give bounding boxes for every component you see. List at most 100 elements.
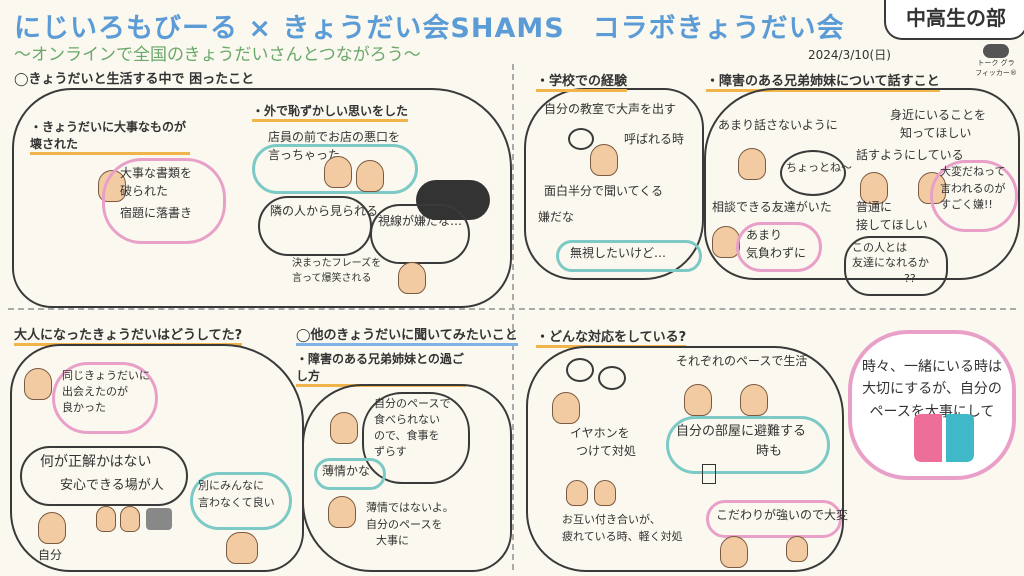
own-pace-line-3: ので、食事を bbox=[374, 428, 440, 442]
room-line-2: 時も bbox=[756, 443, 783, 459]
ignore-text: 無視したいけど… bbox=[570, 246, 667, 260]
response-heading: ・どんな対応をしている? bbox=[536, 326, 687, 348]
chotto-text: ちょっとね〜 bbox=[786, 161, 852, 174]
broken-text: 大事な書類を 破られた 宿題に落書き bbox=[120, 164, 192, 222]
safe-place-text: 安心できる場が人 bbox=[60, 478, 164, 493]
chat-icon-1 bbox=[566, 358, 594, 382]
strong-text: こだわりが強いので大変 bbox=[716, 508, 849, 522]
chat-icon-2 bbox=[598, 366, 626, 390]
blushing-face bbox=[720, 536, 748, 568]
self-face bbox=[38, 512, 66, 544]
not-tell-text: 別にみんなに 言わなくて良い bbox=[198, 478, 275, 511]
close-line-1: 身近にいることを bbox=[890, 108, 987, 122]
pace-face-2 bbox=[740, 384, 768, 416]
note-line-1: 時々、一緒にいる時は bbox=[862, 359, 1002, 375]
response-frame bbox=[526, 346, 844, 572]
ask-frame bbox=[302, 384, 512, 572]
tough-bubble bbox=[930, 160, 1018, 232]
each-pace-text: それぞれのペースで生活 bbox=[676, 354, 808, 368]
not-tell-line-2: 言わなくて良い bbox=[198, 495, 275, 509]
broken-line-2: 破られた bbox=[120, 184, 169, 198]
gaze-bubble bbox=[370, 204, 470, 264]
not-cold-text: 薄情ではないよ。 自分のペースを 大事に bbox=[366, 500, 454, 550]
room-bubble bbox=[666, 416, 830, 474]
house-icon bbox=[146, 508, 172, 530]
embarrassed-text: 店員の前でお店の悪口を 言っちゃった bbox=[268, 128, 400, 164]
page-title: にじいろもびーる × きょうだい会SHAMS コラボきょうだい会 bbox=[14, 13, 845, 44]
school-heading: ・学校での経験 bbox=[536, 70, 628, 92]
tired-face-1 bbox=[566, 480, 588, 506]
peer-face-2 bbox=[120, 506, 140, 532]
tired-text: お互い付き合いが、 疲れている時、軽く対処 bbox=[562, 512, 683, 545]
sibling-face-3 bbox=[738, 148, 766, 180]
not-cold-line-3: 大事に bbox=[376, 534, 409, 547]
talk-try-text: 話すようにしている bbox=[856, 148, 964, 162]
sweating-face bbox=[786, 536, 808, 562]
friends-line-3: ?? bbox=[904, 271, 916, 285]
section-heading-troubles: ◯きょうだいと生活する中で 困ったこと bbox=[14, 72, 255, 87]
school-line-2: 呼ばれる時 bbox=[624, 132, 685, 146]
group-badge: 中高生の部 bbox=[884, 0, 1024, 40]
ask-heading: ◯他のきょうだいに聞いてみたいこと bbox=[296, 324, 518, 346]
casual-text: あまり 気負わずに bbox=[746, 226, 806, 262]
speech-bubble-icon bbox=[568, 128, 594, 150]
troubles-frame bbox=[12, 88, 512, 308]
casual-line-2: 気負わずに bbox=[746, 246, 807, 260]
earphone-line-2: つけて対処 bbox=[576, 444, 637, 458]
met-line-2: 出会えたのが bbox=[62, 384, 128, 398]
teased-text: 面白半分で聞いてくる bbox=[544, 184, 664, 198]
embarrassed-line-1: 店員の前でお店の悪口を bbox=[268, 130, 401, 144]
cloud-icon bbox=[983, 44, 1009, 58]
no-answer-text: 何が正解かはない bbox=[40, 454, 152, 470]
room-line-1: 自分の部屋に避難する bbox=[676, 424, 807, 439]
no-answer-frame bbox=[20, 446, 188, 506]
school-line-1: 自分の教室で大声を出す bbox=[544, 102, 677, 116]
not-tell-bubble bbox=[190, 472, 292, 530]
not-tell-line-1: 別にみんなに bbox=[198, 479, 264, 492]
pace-face-1 bbox=[684, 384, 712, 416]
door-icon bbox=[702, 464, 716, 484]
logo: トーク グラフィッカー® bbox=[974, 44, 1018, 94]
broken-bubble bbox=[102, 158, 226, 244]
broken-heading: ・きょうだいに大事なものが壊された bbox=[30, 118, 190, 155]
adults-heading: 大人になったきょうだいはどうしてた? bbox=[14, 324, 243, 346]
embarrassed-bubble bbox=[252, 144, 418, 194]
own-pace-line-1: 自分のペースで bbox=[374, 397, 451, 410]
talking-heading: ・障害のある兄弟姉妹について話すこと bbox=[706, 70, 940, 92]
tired-face-2 bbox=[594, 480, 616, 506]
close-line-2: 知ってほしい bbox=[900, 126, 972, 140]
met-line-3: 良かった bbox=[62, 400, 106, 414]
room-text: 自分の部屋に避難する 時も bbox=[676, 422, 806, 461]
self-label: 自分 bbox=[38, 548, 63, 562]
own-pace-line-4: ずらす bbox=[374, 444, 407, 458]
note-line-2: 大切にするが、自分の bbox=[862, 381, 1002, 398]
earphone-text: イヤホンを つけて対処 bbox=[570, 424, 636, 460]
vertical-divider bbox=[512, 64, 514, 570]
thumbs-face bbox=[328, 496, 356, 528]
friends-text: この人とは 友達になれるか ?? bbox=[852, 240, 929, 286]
embarrassed-heading: ・外で恥ずかしい思いをした bbox=[252, 102, 409, 122]
ignore-bubble bbox=[556, 240, 702, 272]
own-pace-text: 自分のペースで 食べられない ので、食事を ずらす bbox=[374, 396, 450, 460]
tough-line-2: 言われるのが bbox=[940, 181, 1006, 195]
earphone-face bbox=[552, 392, 580, 424]
broken-line-3: 宿題に落書き bbox=[120, 206, 193, 220]
sympathy-text: 薄情かな bbox=[322, 464, 371, 478]
casual-line-1: あまり bbox=[746, 228, 783, 242]
friends-line-1: この人とは bbox=[852, 241, 907, 254]
phrase-text: 決まったフレーズを 言って爆笑される bbox=[292, 256, 381, 286]
horizontal-divider bbox=[8, 308, 1016, 310]
dislike-text: 嫌だな bbox=[538, 210, 575, 224]
consult-text: 相談できる友達がいた bbox=[712, 200, 832, 214]
tired-line-1: お互い付き合いが、 bbox=[562, 513, 661, 526]
normal-line-1: 普通に bbox=[856, 200, 893, 214]
tough-line-1: 大変だねって bbox=[940, 165, 1006, 178]
normal-text: 普通に 接してほしい bbox=[856, 198, 928, 234]
met-line-1: 同じきょうだいに bbox=[62, 369, 150, 382]
ask-sub-heading: ・障害のある兄弟姉妹との過ごし方 bbox=[296, 350, 466, 387]
school-text: 自分の教室で大声を出す 呼ばれる時 bbox=[544, 100, 684, 148]
chotto-bubble bbox=[780, 150, 846, 196]
heart-icon bbox=[912, 414, 976, 464]
strong-bubble bbox=[706, 500, 842, 538]
sibling-face-6 bbox=[330, 412, 358, 444]
